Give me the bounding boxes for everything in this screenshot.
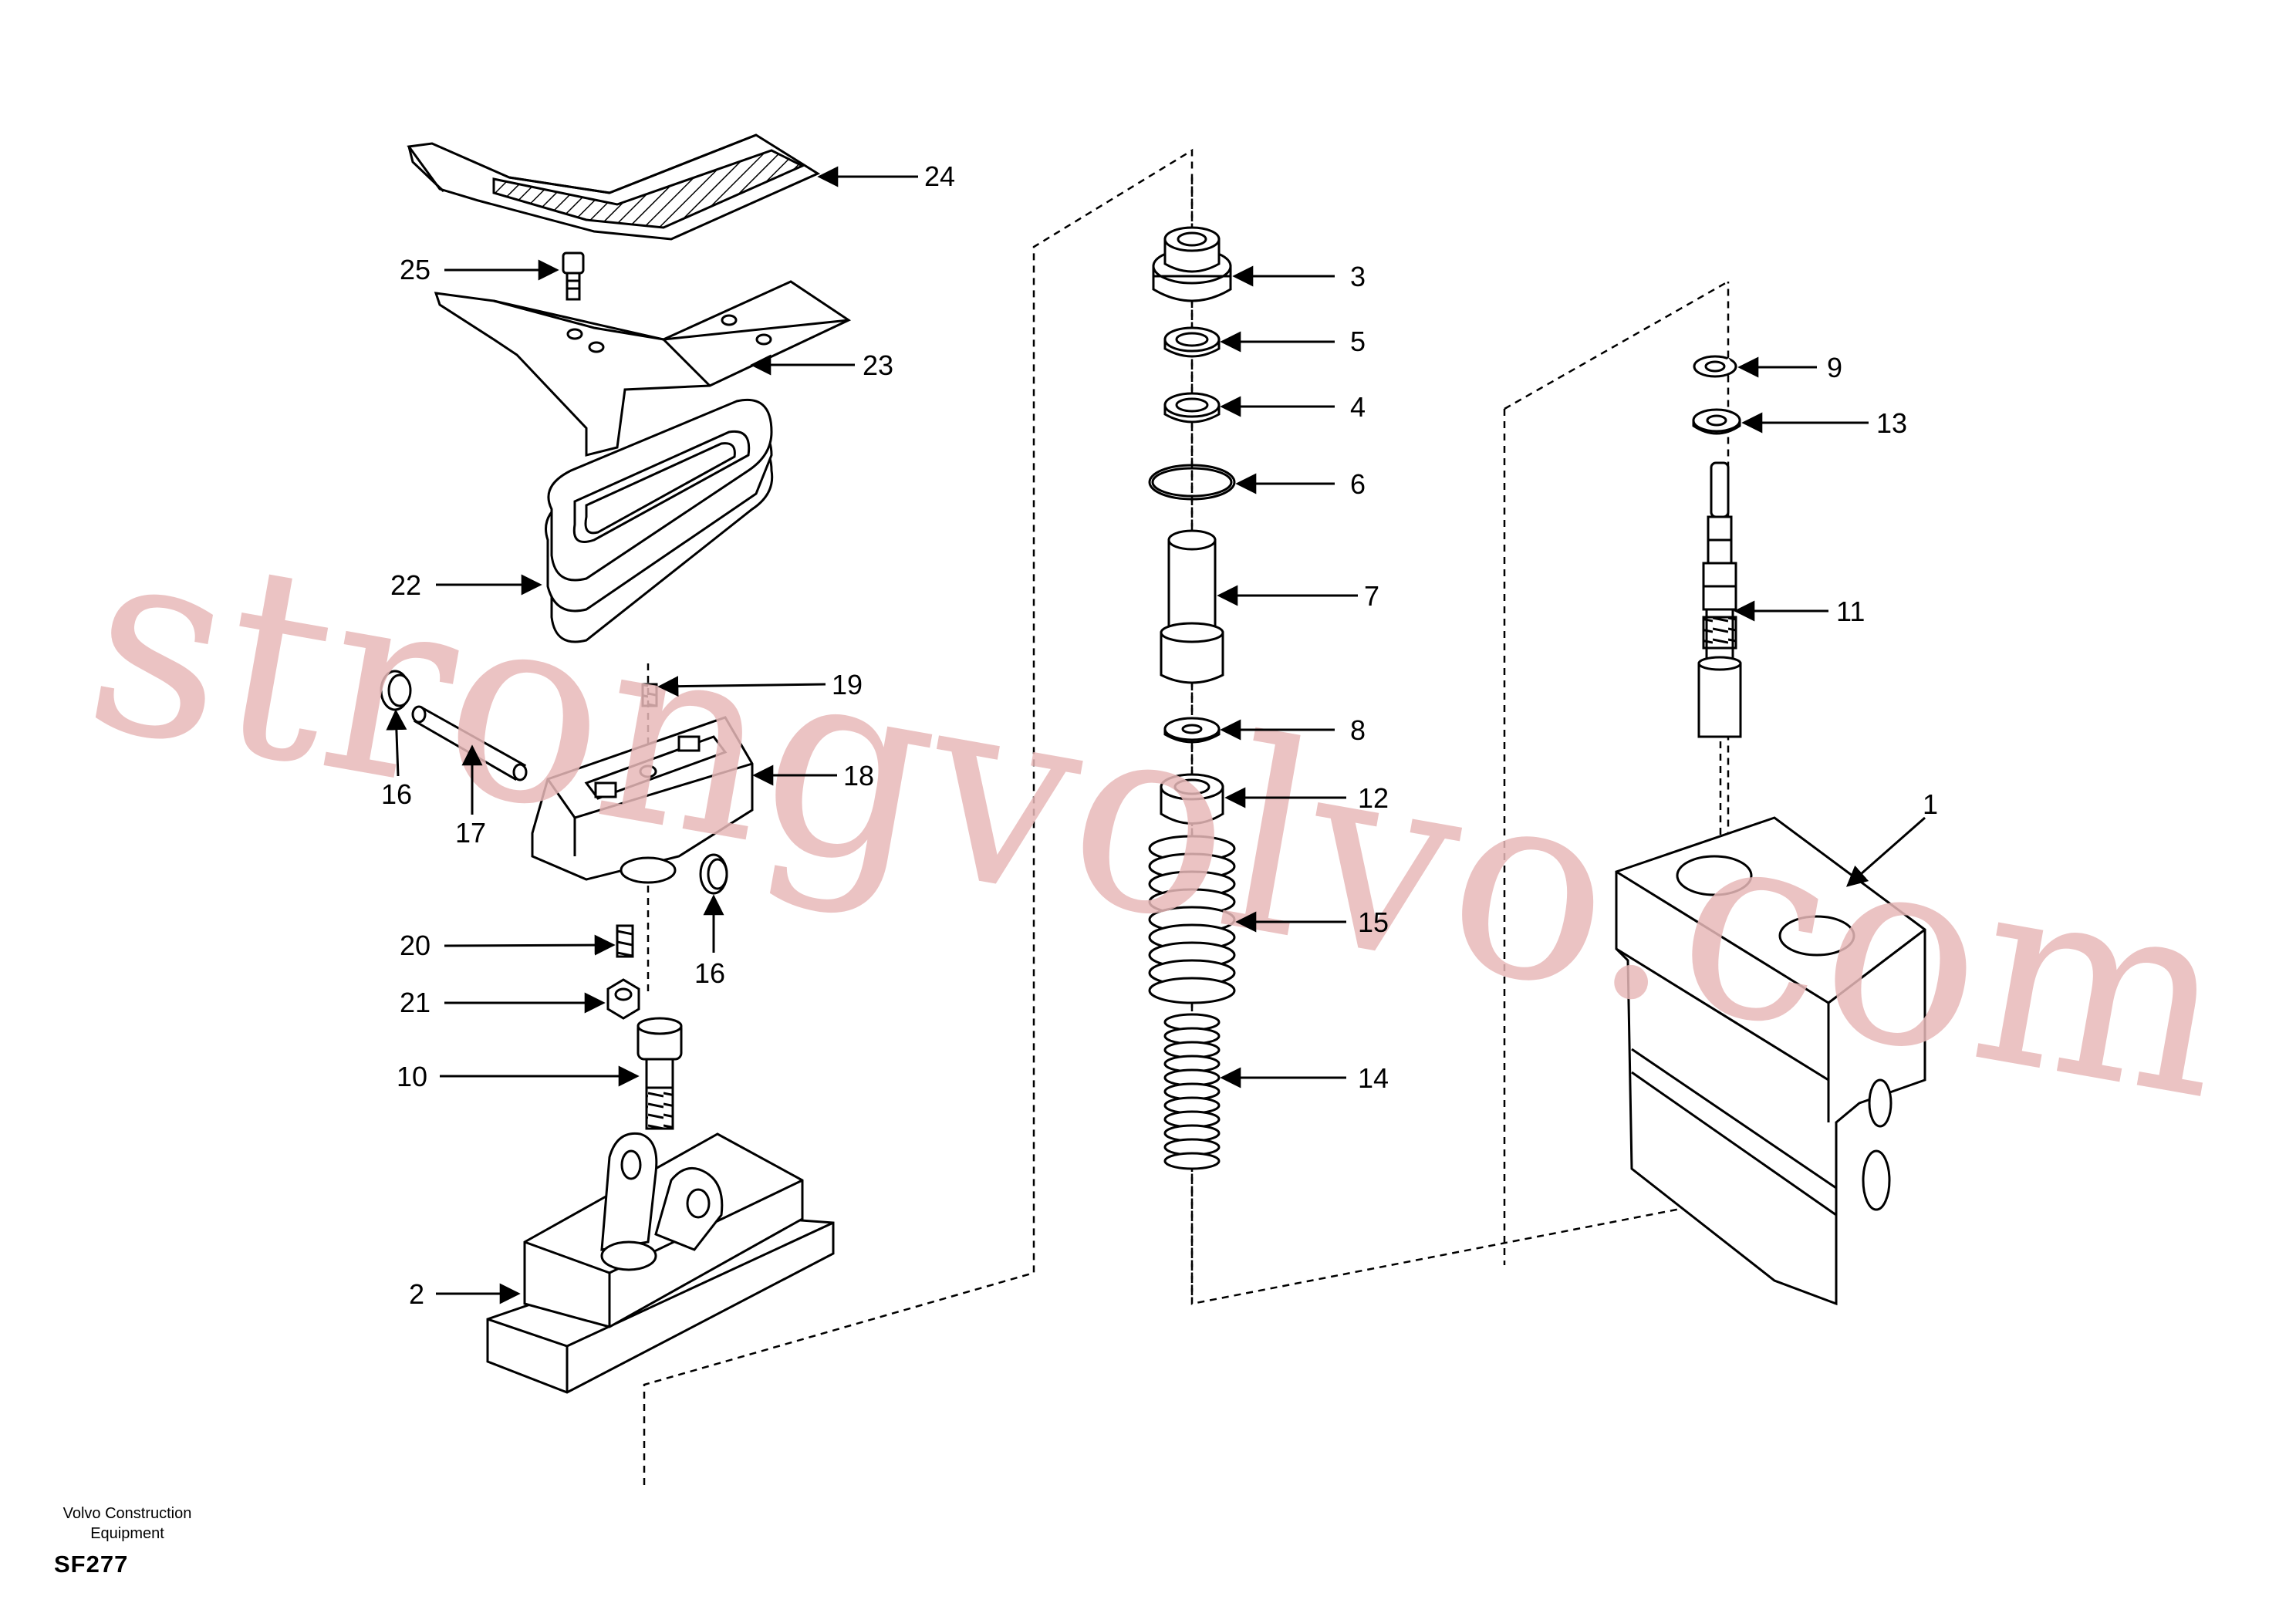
callout-9: 9 — [1827, 352, 1842, 383]
callout-16-left: 16 — [381, 778, 412, 810]
valve-body-part-1 — [1615, 816, 1926, 1306]
callout-10: 10 — [397, 1061, 427, 1092]
set-screw-part-19 — [641, 683, 658, 707]
callout-23: 23 — [863, 349, 893, 381]
footer-diagram-code: SF277 — [54, 1551, 129, 1578]
seal-part-5 — [1163, 326, 1221, 358]
footer-company-line2: Equipment — [90, 1525, 164, 1542]
o-ring-part-6 — [1148, 464, 1236, 501]
callout-24: 24 — [924, 160, 955, 192]
callout-15: 15 — [1358, 906, 1389, 938]
outer-spring-part-15 — [1148, 835, 1236, 1004]
base-plate-part-2 — [486, 1132, 835, 1394]
callout-8: 8 — [1350, 714, 1366, 746]
bolt-part-25 — [562, 251, 585, 301]
washer-part-13 — [1692, 408, 1741, 435]
callout-18: 18 — [843, 760, 874, 791]
spool-part-11 — [1697, 461, 1742, 738]
callout-5: 5 — [1350, 326, 1366, 357]
callout-7: 7 — [1364, 580, 1379, 612]
set-screw-part-20 — [616, 924, 634, 958]
callout-2: 2 — [409, 1278, 424, 1310]
inner-spring-part-14 — [1163, 1013, 1221, 1170]
callout-16-right: 16 — [694, 957, 725, 989]
pin-part-17 — [411, 705, 528, 781]
callout-3: 3 — [1350, 261, 1366, 292]
bracket-part-23 — [434, 280, 852, 457]
callout-11: 11 — [1836, 596, 1865, 627]
bolt-part-10 — [636, 1017, 683, 1130]
plug-part-3 — [1152, 226, 1232, 302]
callout-12: 12 — [1358, 782, 1389, 814]
nut-part-21 — [606, 978, 640, 1020]
leader-arrows — [386, 166, 1926, 1304]
callout-25: 25 — [400, 254, 430, 285]
callout-labels: 24 25 23 22 19 18 16 17 20 21 16 10 2 3 … — [381, 160, 1938, 1310]
callout-13: 13 — [1876, 407, 1907, 439]
callout-14: 14 — [1358, 1062, 1389, 1094]
seal-part-4 — [1163, 392, 1221, 424]
callout-19: 19 — [832, 669, 863, 700]
footer-company-line1: Volvo Construction — [62, 1505, 192, 1522]
plunger-part-7 — [1160, 529, 1224, 684]
callout-17: 17 — [455, 817, 486, 849]
callout-6: 6 — [1350, 468, 1366, 500]
block-part-18 — [531, 716, 754, 884]
pedal-pad-part-24 — [407, 133, 821, 241]
washer-part-8 — [1163, 717, 1221, 744]
callout-21: 21 — [400, 987, 430, 1018]
callout-22: 22 — [390, 569, 421, 601]
bushing-part-16-right — [699, 853, 728, 895]
callout-4: 4 — [1350, 391, 1366, 423]
callout-1: 1 — [1923, 788, 1938, 820]
callout-20: 20 — [400, 930, 430, 961]
snap-ring-part-9 — [1693, 355, 1737, 378]
spring-seat-part-12 — [1160, 773, 1224, 825]
boot-part-22 — [545, 398, 774, 643]
